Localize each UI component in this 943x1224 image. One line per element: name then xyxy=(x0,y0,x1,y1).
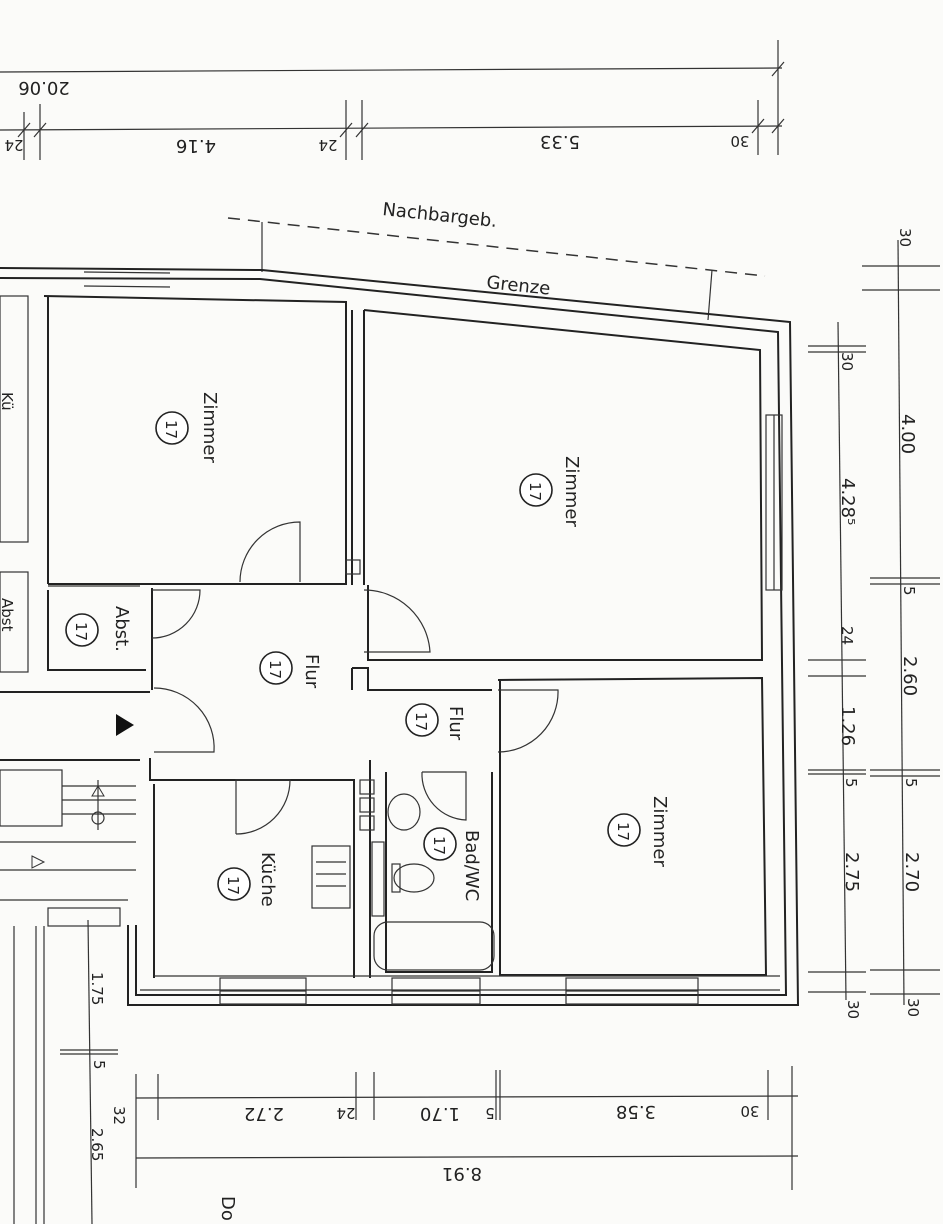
dim-left-2: 5 xyxy=(90,1060,108,1070)
dim-right-inner-2: 4.28⁵ xyxy=(837,478,858,525)
svg-text:17: 17 xyxy=(412,712,430,731)
dim-top-4: 5.33 xyxy=(540,131,580,152)
shelf-units xyxy=(359,779,385,917)
dim-right-outer-4: 2.60 xyxy=(899,656,920,696)
right-dimension-lines xyxy=(808,239,940,1006)
dim-top-5: 30 xyxy=(730,132,749,150)
dim-top-total: 20.06 xyxy=(18,77,70,98)
entrance-arrow-icon xyxy=(116,714,134,736)
label-flur-main: Flur xyxy=(301,654,322,689)
dim-bottom-3: 24 xyxy=(336,1104,355,1122)
svg-text:17: 17 xyxy=(266,660,284,679)
dim-bottom-4: 1.70 xyxy=(420,1103,460,1124)
toilet xyxy=(391,863,435,893)
label-room-zimmer-left: Zimmer xyxy=(199,392,220,463)
dim-top-1: 24 xyxy=(4,136,23,154)
svg-text:17: 17 xyxy=(162,420,180,439)
exterior-walls xyxy=(0,267,800,1006)
label-flur-inner: Flur xyxy=(445,706,466,741)
label-left-cut-kueche: Kü xyxy=(0,392,16,411)
svg-text:17: 17 xyxy=(526,482,544,501)
dim-right-inner-3: 24 xyxy=(838,626,856,645)
dim-left-3: 2.65 xyxy=(88,1128,106,1161)
label-kueche: Küche xyxy=(257,852,278,907)
dim-top-3: 24 xyxy=(318,136,337,154)
bottom-dimension-lines xyxy=(135,1066,799,1190)
label-abst: Abst. xyxy=(111,606,132,652)
dim-right-inner-7: 30 xyxy=(844,1000,862,1019)
label-bottom-cut: Do xyxy=(217,1196,238,1221)
svg-text:17: 17 xyxy=(430,836,448,855)
label-neighbor-building: Nachbargeb. xyxy=(381,199,498,232)
dim-bottom-1: 32 xyxy=(110,1106,128,1125)
label-left-cut-abst: Abst xyxy=(0,598,16,632)
dim-left-1: 1.75 xyxy=(88,972,106,1005)
bathtub xyxy=(373,921,495,971)
svg-text:17: 17 xyxy=(224,876,242,895)
room-tag-zimmer-left: 17 xyxy=(155,411,189,445)
dim-top-2: 4.16 xyxy=(176,135,216,156)
label-bad-wc: Bad/WC xyxy=(461,830,482,901)
interior-walls xyxy=(0,295,783,991)
room-tag-kueche: 17 xyxy=(217,867,251,901)
room-tag-abst: 17 xyxy=(65,613,99,647)
dim-right-outer-2: 4.00 xyxy=(897,414,918,454)
room-tag-zimmer-bottom: 17 xyxy=(607,813,641,847)
svg-text:17: 17 xyxy=(614,822,632,841)
door-swings xyxy=(151,521,559,835)
boundary-wall xyxy=(261,222,713,321)
dim-right-inner-5: 5 xyxy=(842,778,860,788)
neighbor-building-line xyxy=(227,217,766,277)
washbasin xyxy=(387,793,421,831)
dim-bottom-5: 5 xyxy=(485,1104,495,1122)
dim-right-inner-6: 2.75 xyxy=(841,852,862,892)
label-room-zimmer-bottom: Zimmer xyxy=(649,796,670,867)
dim-bottom-2: 2.72 xyxy=(244,1103,284,1124)
room-tag-flur-main: 17 xyxy=(259,651,293,685)
dim-bottom-7: 30 xyxy=(740,1102,759,1120)
kitchen-stove xyxy=(311,845,351,909)
dim-right-outer-6: 2.70 xyxy=(901,852,922,892)
staircase xyxy=(0,691,150,1224)
left-dimension-lines xyxy=(60,919,118,1224)
dim-right-outer-3: 5 xyxy=(900,586,918,596)
dim-right-inner-4: 1.26 xyxy=(837,706,858,746)
dim-right-outer-7: 30 xyxy=(904,998,922,1017)
label-room-zimmer-right: Zimmer xyxy=(561,456,582,527)
room-tag-flur-inner: 17 xyxy=(405,703,439,737)
dim-bottom-total: 8.91 xyxy=(442,1163,482,1184)
dim-right-outer-1: 30 xyxy=(896,228,914,247)
room-tag-bad-wc: 17 xyxy=(423,827,457,861)
windows xyxy=(219,977,699,1005)
room-tag-zimmer-right: 17 xyxy=(519,473,553,507)
top-dimension-lines xyxy=(0,40,785,160)
svg-text:17: 17 xyxy=(72,622,90,641)
dim-right-inner-1: 30 xyxy=(838,352,856,371)
dim-bottom-6: 3.58 xyxy=(616,1101,656,1122)
dim-right-outer-5: 5 xyxy=(902,778,920,788)
